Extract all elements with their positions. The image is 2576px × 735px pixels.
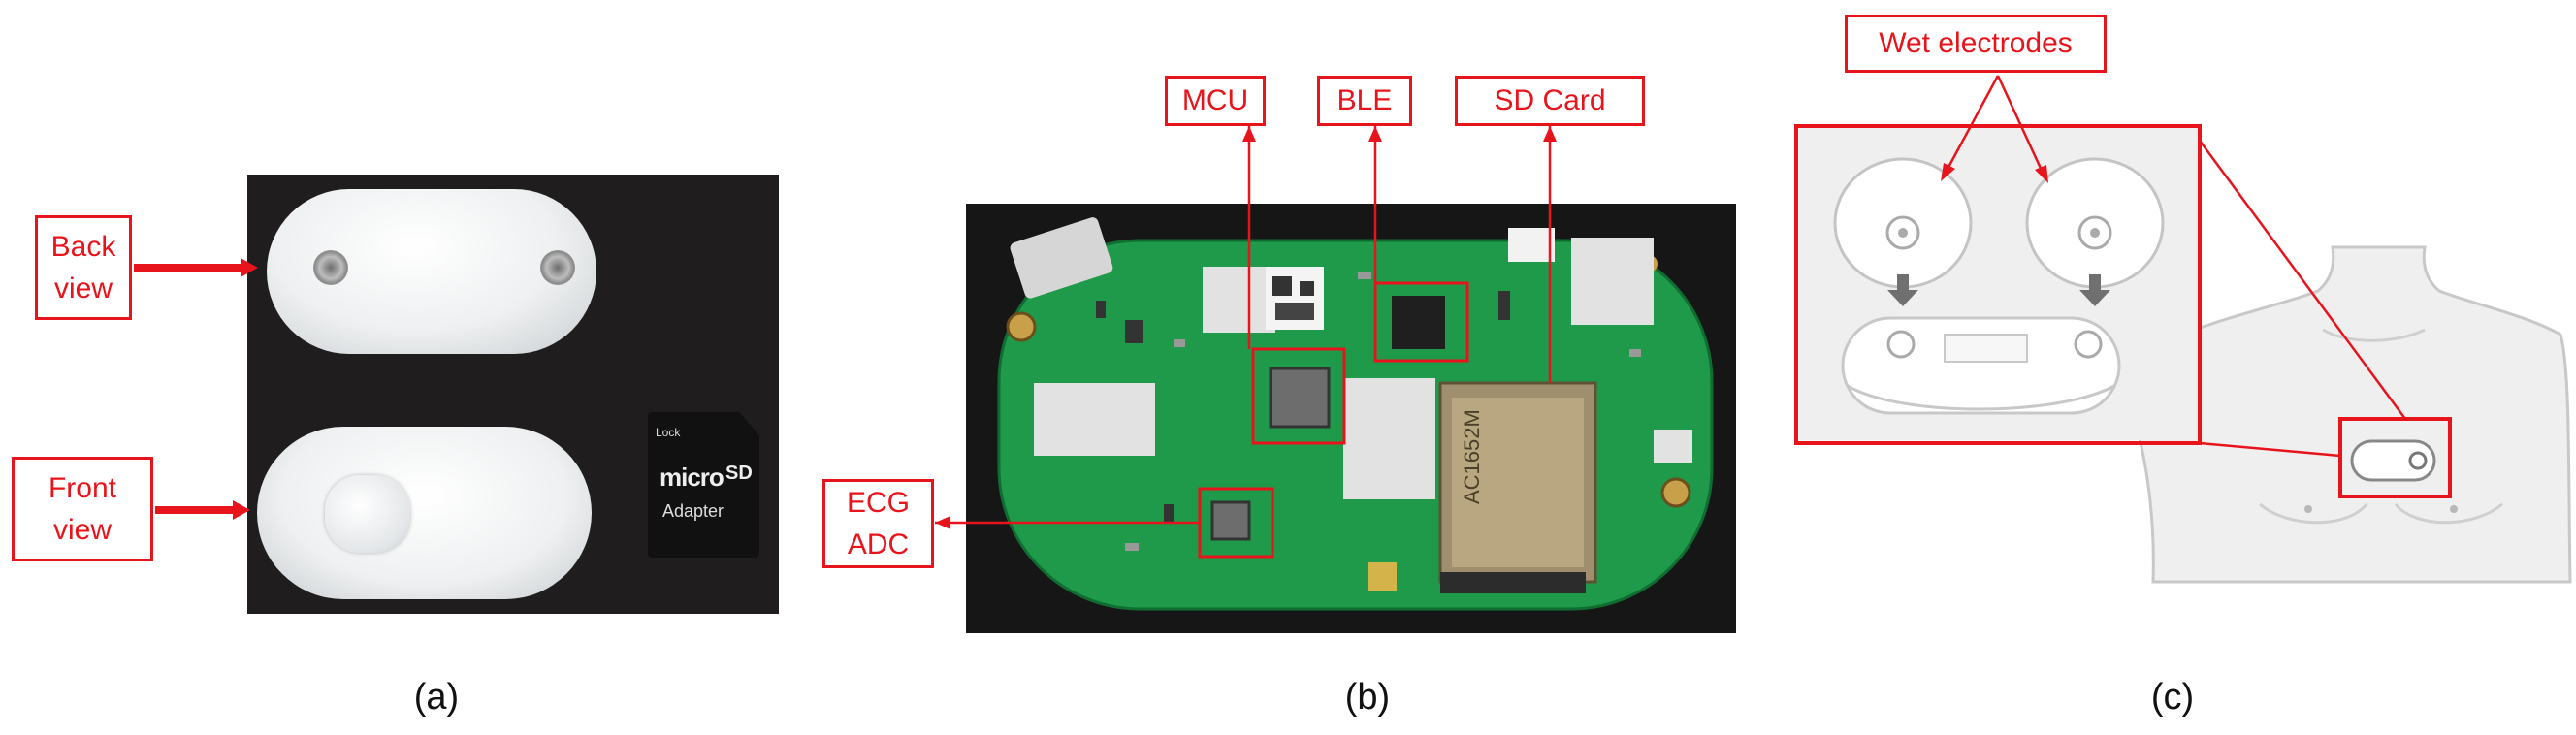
- snap-button-right-icon: [540, 250, 575, 285]
- sd-logo-label: SD: [725, 463, 753, 484]
- microsd-adapter: Lock micro SD Adapter: [648, 412, 759, 558]
- pad-center-top: [1203, 267, 1275, 333]
- device-front-view: [257, 427, 592, 599]
- ecg-adc-chip: [1210, 500, 1251, 541]
- ble-label: BLE: [1317, 76, 1412, 126]
- sd-socket-marking: AC1652M: [1460, 409, 1484, 504]
- caption-c: (c): [2150, 677, 2195, 718]
- sd-adapter-label: Adapter: [662, 501, 724, 521]
- sdcard-label: SD Card: [1455, 76, 1645, 126]
- wet-electrode-pointers: [1941, 75, 2048, 183]
- ble-pointer: [1368, 124, 1382, 283]
- sd-micro-label: micro: [660, 463, 724, 492]
- ble-highlight-box: [1373, 281, 1469, 363]
- front-view-label: Front view: [12, 457, 153, 561]
- caption-a: (a): [413, 677, 460, 718]
- mcu-label: MCU: [1165, 76, 1266, 126]
- mount-hole-right: [1660, 477, 1691, 508]
- snap-button-left-icon: [313, 250, 348, 285]
- sdcard-pointer: [1543, 124, 1557, 383]
- antenna: [1508, 228, 1555, 262]
- pad-left: [1034, 383, 1155, 456]
- pad-bottom-right: [1654, 430, 1692, 463]
- front-view-arrow: [155, 500, 250, 520]
- zoom-line-bottom: [2199, 441, 2341, 458]
- device-front-button: [325, 475, 410, 553]
- wet-electrodes-label: Wet electrodes: [1845, 15, 2107, 73]
- sd-lock-label: Lock: [656, 426, 681, 439]
- down-arrow-left-icon: [1887, 274, 1918, 306]
- inset-highlight-box: [1794, 124, 2202, 445]
- usb-connector: [1010, 217, 1113, 299]
- ble-chip: [1392, 296, 1445, 349]
- down-arrow-right-icon: [2079, 274, 2110, 306]
- pad-right-top: [1571, 238, 1654, 325]
- caption-b: (b): [1344, 677, 1391, 718]
- chest-highlight-box: [2338, 417, 2452, 498]
- ecg-pointer: [935, 516, 1200, 529]
- mcu-highlight-box: [1251, 347, 1346, 445]
- back-view-label: Back view: [35, 215, 132, 320]
- mcu-chip: [1269, 367, 1331, 429]
- back-view-arrow: [134, 258, 258, 277]
- mcu-pointer: [1242, 124, 1256, 349]
- mount-hole-left: [1006, 311, 1037, 342]
- ecg-adc-label: ECG ADC: [822, 479, 934, 568]
- zoom-line-top: [2198, 140, 2407, 420]
- chest-device: [2350, 439, 2436, 482]
- pad-center: [1343, 378, 1435, 499]
